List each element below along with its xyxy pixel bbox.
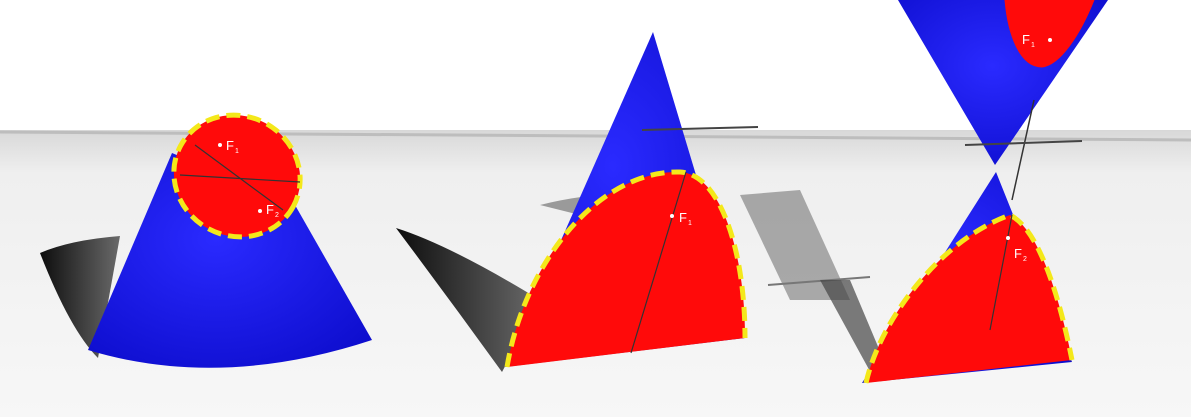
parabola-focus-point bbox=[670, 214, 674, 218]
hyperbola-focus-1-point bbox=[1048, 38, 1052, 42]
parabola-focus-subscript: 1 bbox=[688, 220, 692, 227]
hyperbola-focus-2-point bbox=[1006, 236, 1010, 240]
ellipse-focus-1-label: F bbox=[226, 138, 234, 153]
ellipse-focus-2-subscript: 2 bbox=[275, 212, 279, 219]
ellipse-focus-2-label: F bbox=[266, 202, 274, 217]
hyperbola-focus-1-label: F bbox=[1022, 32, 1030, 47]
hyperbola-focus-2-subscript: 2 bbox=[1023, 256, 1027, 263]
hyperbola-focus-1-subscript: 1 bbox=[1031, 42, 1035, 49]
ellipse-focus-1-point bbox=[218, 143, 222, 147]
parabola-focus-label: F bbox=[679, 210, 687, 225]
ellipse-focus-2-point bbox=[258, 209, 262, 213]
ellipse-focus-1-subscript: 1 bbox=[235, 148, 239, 155]
hyperbola-focus-2-label: F bbox=[1014, 246, 1022, 261]
